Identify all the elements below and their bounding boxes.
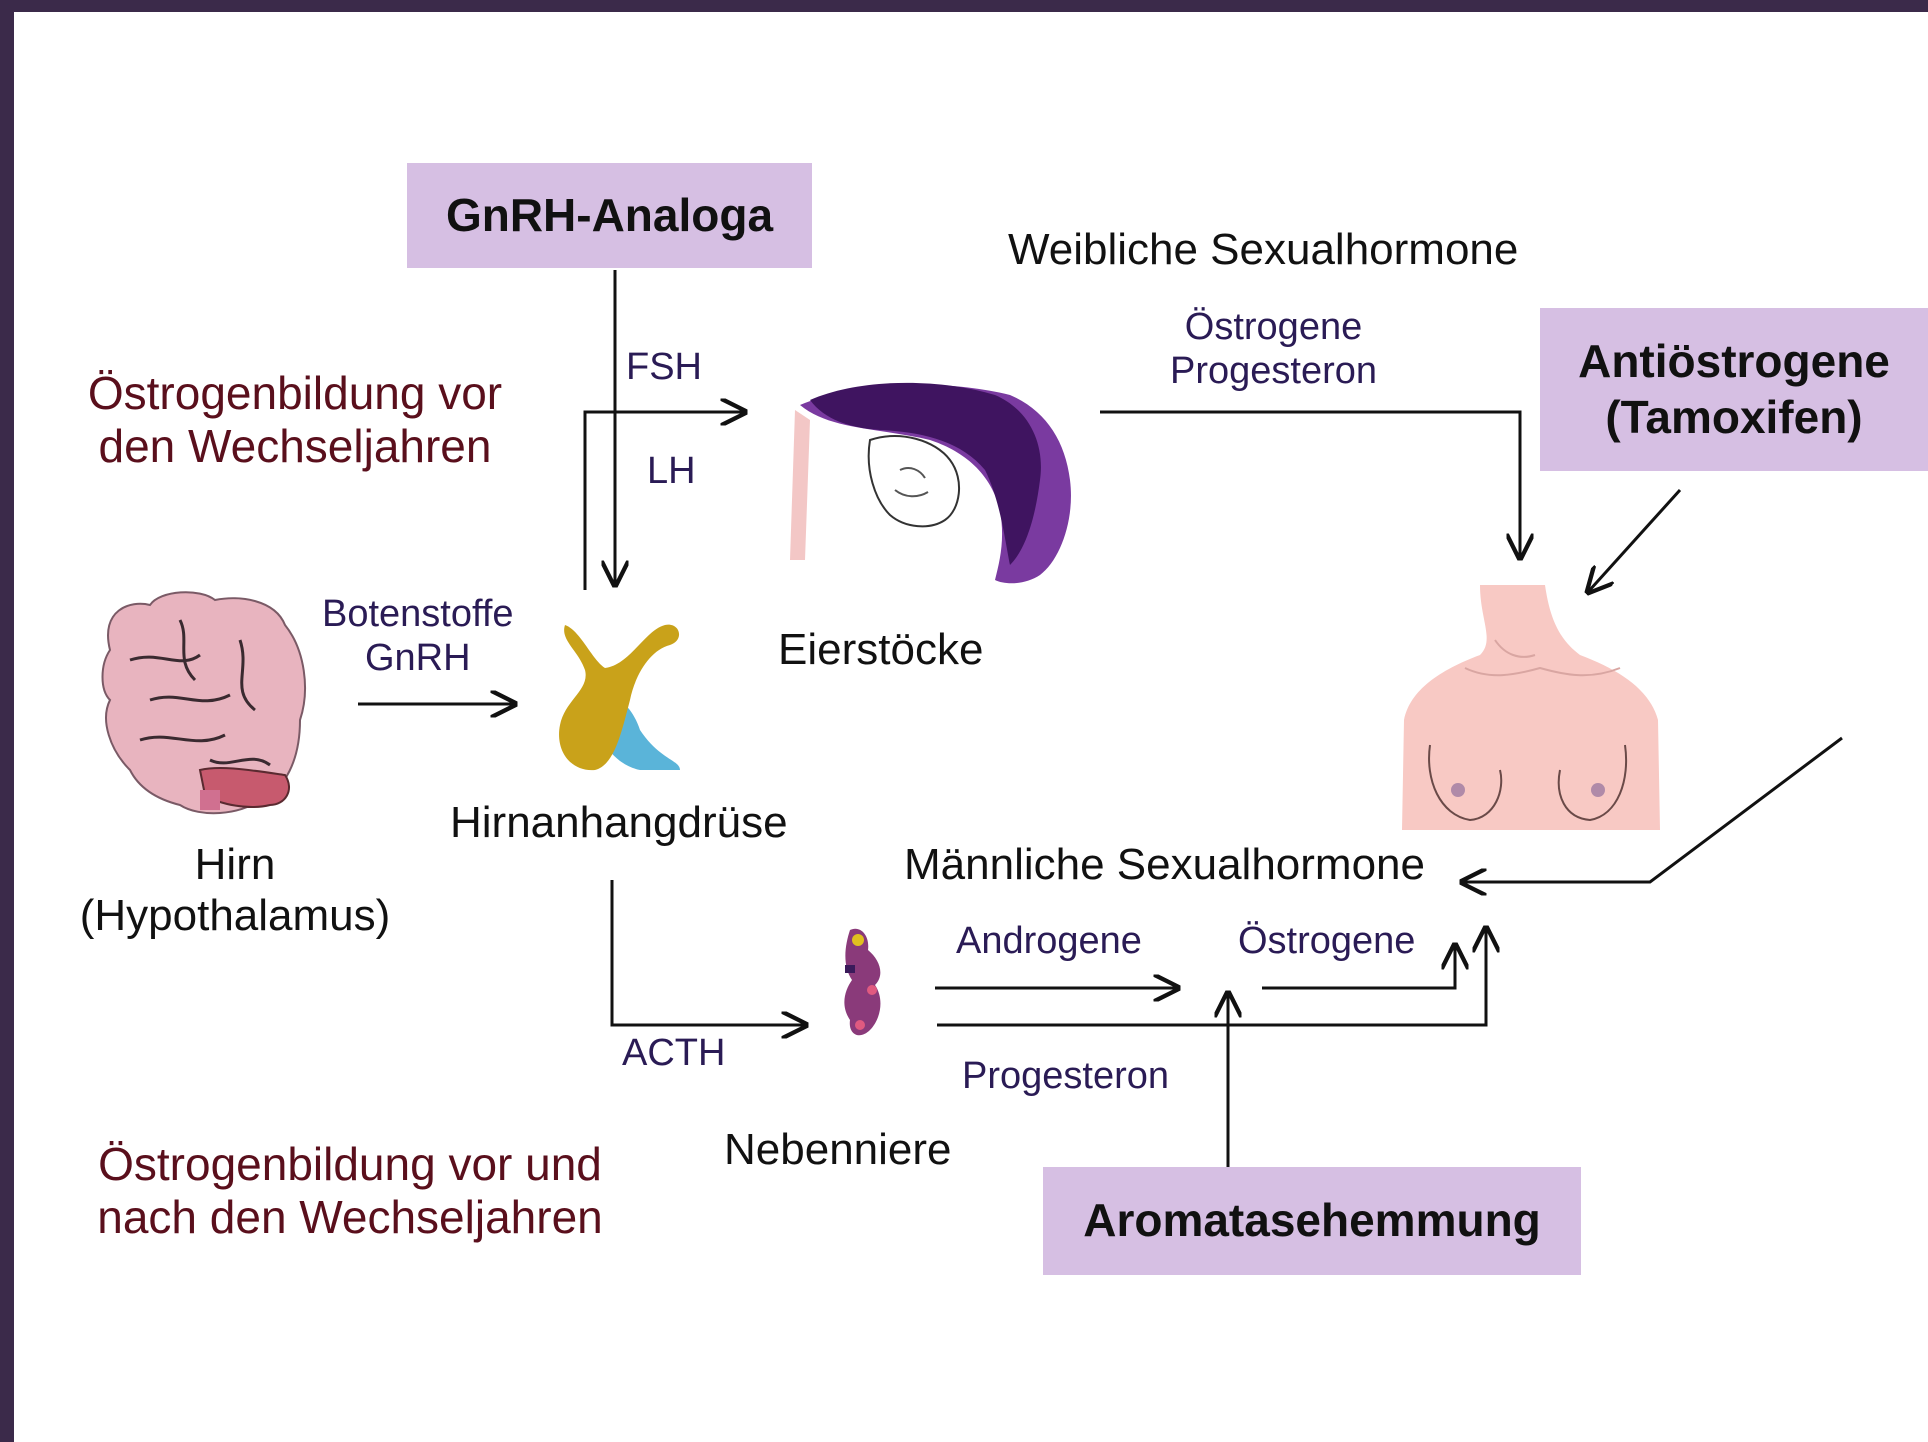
gnrh-analoga-label: GnRH-Analoga	[446, 188, 773, 243]
ovary-output-label: Östrogene Progesteron	[1170, 306, 1377, 393]
male-hormones-title: Männliche Sexualhormone	[904, 840, 1425, 891]
pituitary-label: Hirnanhangdrüse	[450, 798, 788, 849]
aromatasehemmung-box: Aromatasehemmung	[1043, 1167, 1581, 1275]
androgene-label: Androgene	[956, 920, 1142, 964]
antioestrogene-label-line1: Antiöstrogene	[1578, 334, 1890, 389]
ovary-output-line1: Östrogene	[1170, 306, 1377, 350]
acth-label: ACTH	[622, 1032, 725, 1076]
gnrh-analoga-box: GnRH-Analoga	[407, 163, 812, 268]
arrow-pituitary-to-adrenal	[612, 880, 806, 1025]
note-pre-post-menopause-line1: Östrogenbildung vor und	[70, 1138, 630, 1191]
botenstoffe-label: Botenstoffe	[322, 593, 514, 637]
ovary-illustration	[790, 383, 1071, 583]
aromatasehemmung-label: Aromatasehemmung	[1083, 1193, 1541, 1248]
pituitary-illustration	[559, 625, 680, 770]
progesteron-label: Progesteron	[962, 1055, 1169, 1099]
note-pre-menopause: Östrogenbildung vor den Wechseljahren	[60, 367, 530, 473]
note-pre-menopause-line2: den Wechseljahren	[60, 420, 530, 473]
lh-label: LH	[647, 450, 696, 494]
note-pre-post-menopause: Östrogenbildung vor und nach den Wechsel…	[70, 1138, 630, 1244]
arrow-antioestrogene-to-breast	[1588, 490, 1680, 592]
arrow-ovaries-to-breast	[1100, 412, 1520, 558]
gnrh-label: GnRH	[322, 637, 514, 681]
fsh-label: FSH	[626, 346, 702, 390]
ovaries-label: Eierstöcke	[778, 625, 983, 676]
adrenal-illustration	[844, 929, 880, 1036]
brain-illustration	[103, 592, 306, 813]
brain-label-line1: Hirn	[70, 840, 400, 891]
antioestrogene-box: Antiöstrogene (Tamoxifen)	[1540, 308, 1928, 471]
arrow-pituitary-to-ovaries	[585, 412, 745, 590]
note-pre-post-menopause-line2: nach den Wechseljahren	[70, 1191, 630, 1244]
note-pre-menopause-line1: Östrogenbildung vor	[60, 367, 530, 420]
brain-label-line2: (Hypothalamus)	[70, 891, 400, 942]
ovary-output-line2: Progesteron	[1170, 350, 1377, 394]
botenstoffe-gnrh-label: Botenstoffe GnRH	[322, 593, 514, 680]
antioestrogene-label-line2: (Tamoxifen)	[1605, 390, 1862, 445]
adrenal-label: Nebenniere	[724, 1125, 952, 1176]
brain-label: Hirn (Hypothalamus)	[70, 840, 400, 941]
female-hormones-title: Weibliche Sexualhormone	[1008, 225, 1518, 276]
oestrogene-label: Östrogene	[1238, 920, 1415, 964]
torso-illustration	[1402, 585, 1660, 830]
